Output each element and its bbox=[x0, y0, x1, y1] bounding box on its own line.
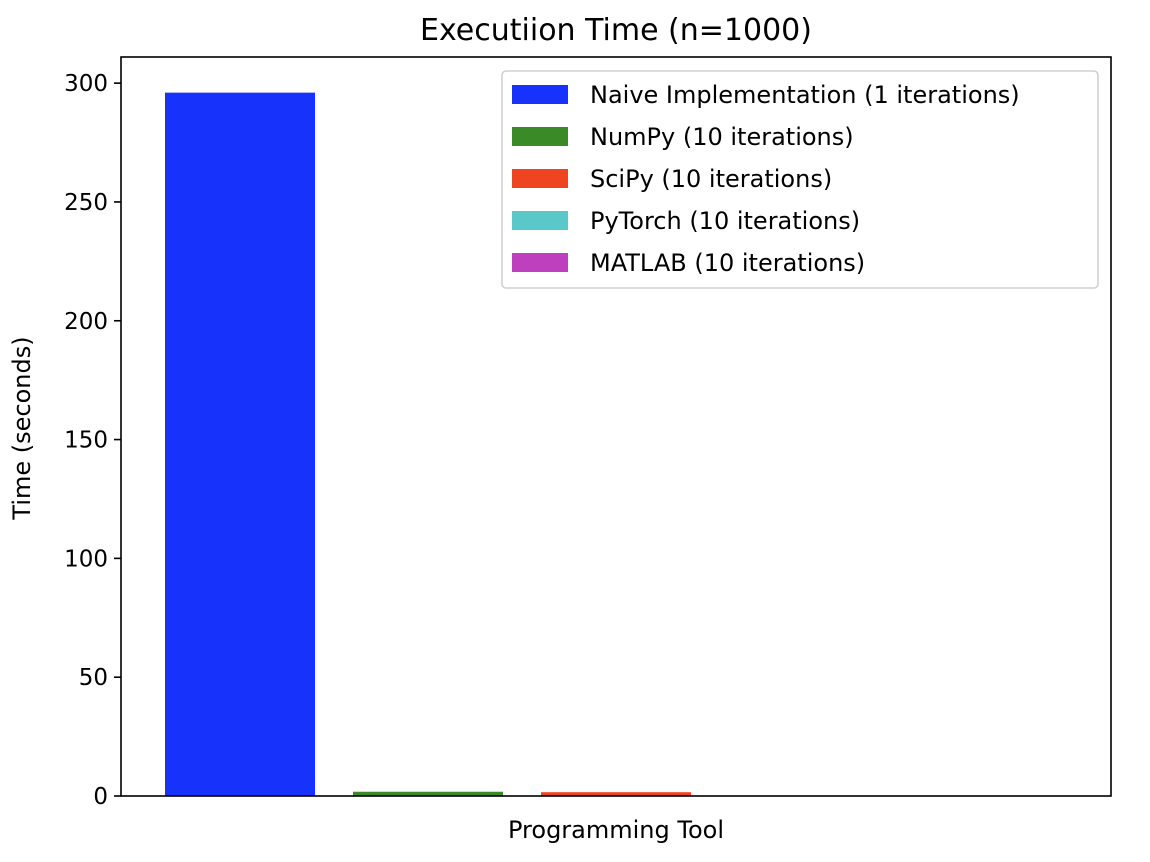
legend-label: NumPy (10 iterations) bbox=[590, 123, 854, 151]
y-axis-label: Time (seconds) bbox=[8, 336, 36, 520]
legend-swatch bbox=[512, 169, 568, 188]
y-tick-label: 150 bbox=[64, 428, 108, 454]
legend-label: SciPy (10 iterations) bbox=[590, 165, 832, 193]
y-tick-label: 100 bbox=[64, 546, 108, 572]
legend-label: MATLAB (10 iterations) bbox=[590, 249, 865, 277]
y-tick-label: 300 bbox=[64, 71, 108, 97]
legend-box bbox=[501, 70, 1099, 289]
legend-swatch bbox=[512, 85, 568, 104]
chart-title: Executiion Time (n=1000) bbox=[420, 13, 812, 48]
y-axis-ticks: 0 50 100 150 200 250 300 bbox=[64, 71, 121, 810]
legend-items: Naive Implementation (1 iterations) NumPy… bbox=[512, 81, 1020, 277]
legend-swatch bbox=[512, 127, 568, 146]
x-axis-label: Programming Tool bbox=[508, 816, 724, 844]
legend-entry: NumPy (10 iterations) bbox=[512, 123, 854, 151]
legend-label: PyTorch (10 iterations) bbox=[590, 207, 860, 235]
legend-entry: Naive Implementation (1 iterations) bbox=[512, 81, 1020, 109]
bar-3 bbox=[541, 792, 691, 796]
bar-2 bbox=[353, 791, 503, 796]
bars-layer bbox=[165, 92, 691, 797]
legend-swatch bbox=[512, 253, 568, 272]
legend-entry: SciPy (10 iterations) bbox=[512, 165, 832, 193]
legend-entry: MATLAB (10 iterations) bbox=[512, 249, 865, 277]
plot-area-frame bbox=[120, 56, 1112, 797]
legend-label: Naive Implementation (1 iterations) bbox=[590, 81, 1020, 109]
y-tick-label: 0 bbox=[93, 784, 108, 810]
bar-1 bbox=[165, 92, 315, 797]
legend-entry: PyTorch (10 iterations) bbox=[512, 207, 860, 235]
y-tick-label: 250 bbox=[64, 190, 108, 216]
legend-swatch bbox=[512, 211, 568, 230]
y-tick-label: 200 bbox=[64, 309, 108, 335]
legend: Naive Implementation (1 iterations) NumPy… bbox=[501, 70, 1099, 289]
y-tick-label: 50 bbox=[79, 665, 108, 691]
